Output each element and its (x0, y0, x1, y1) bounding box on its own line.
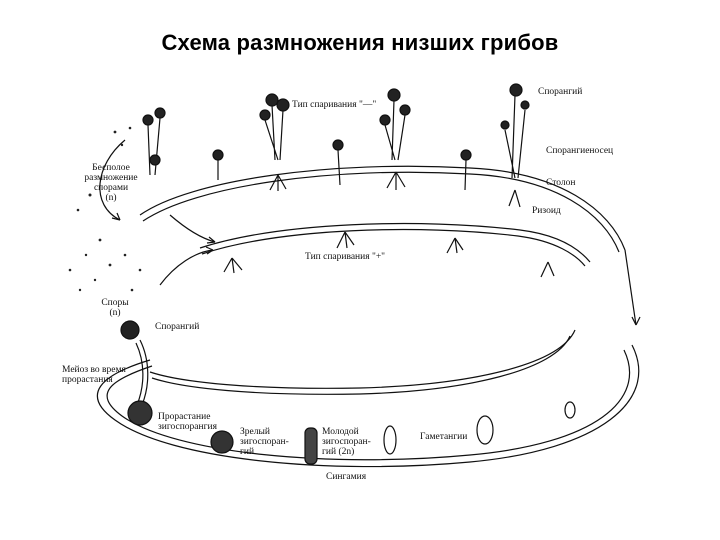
label-spores: Споры (n) (101, 298, 129, 318)
label-germination: Прорастание зигоспорангия (158, 412, 217, 432)
label-sporangiophore: Спорангиеносец (546, 146, 614, 156)
inner-mycelium-ring (149, 222, 591, 395)
label-syngamy: Сингамия (326, 472, 367, 482)
outer-mycelium-ring (96, 165, 641, 468)
asexual-arrows (99, 139, 216, 286)
label-sporangium-left: Спорангий (155, 322, 200, 332)
label-gametangia: Гаметангии (420, 432, 468, 442)
label-meiosis: Мейоз во время прорастания (62, 365, 126, 385)
sporangia-heads (142, 83, 530, 166)
scattered-spores (68, 126, 142, 292)
label-asexual-reproduction: Бесполое размножение спорами (n) (84, 163, 138, 203)
germinating-sporangium (120, 320, 153, 426)
rhizoids (223, 171, 555, 278)
slide-title: Схема размножения низших грибов (161, 30, 559, 55)
label-mating-type-plus: Тип спаривания "+" (305, 252, 386, 262)
label-rhizoid: Ризоид (532, 206, 561, 216)
label-mating-type-minus: Тип спаривания "—" (292, 100, 377, 110)
label-sporangium-top: Спорангий (538, 87, 583, 97)
sporangiophores-minus (147, 94, 526, 191)
zygospore-stages (210, 401, 576, 465)
label-stolon: Столон (546, 178, 576, 188)
label-young-zygosporangium: Молодой зигоспоран- гий (2n) (322, 427, 371, 457)
label-mature-zygosporangium: Зрелый зигоспоран- гий (240, 427, 289, 457)
